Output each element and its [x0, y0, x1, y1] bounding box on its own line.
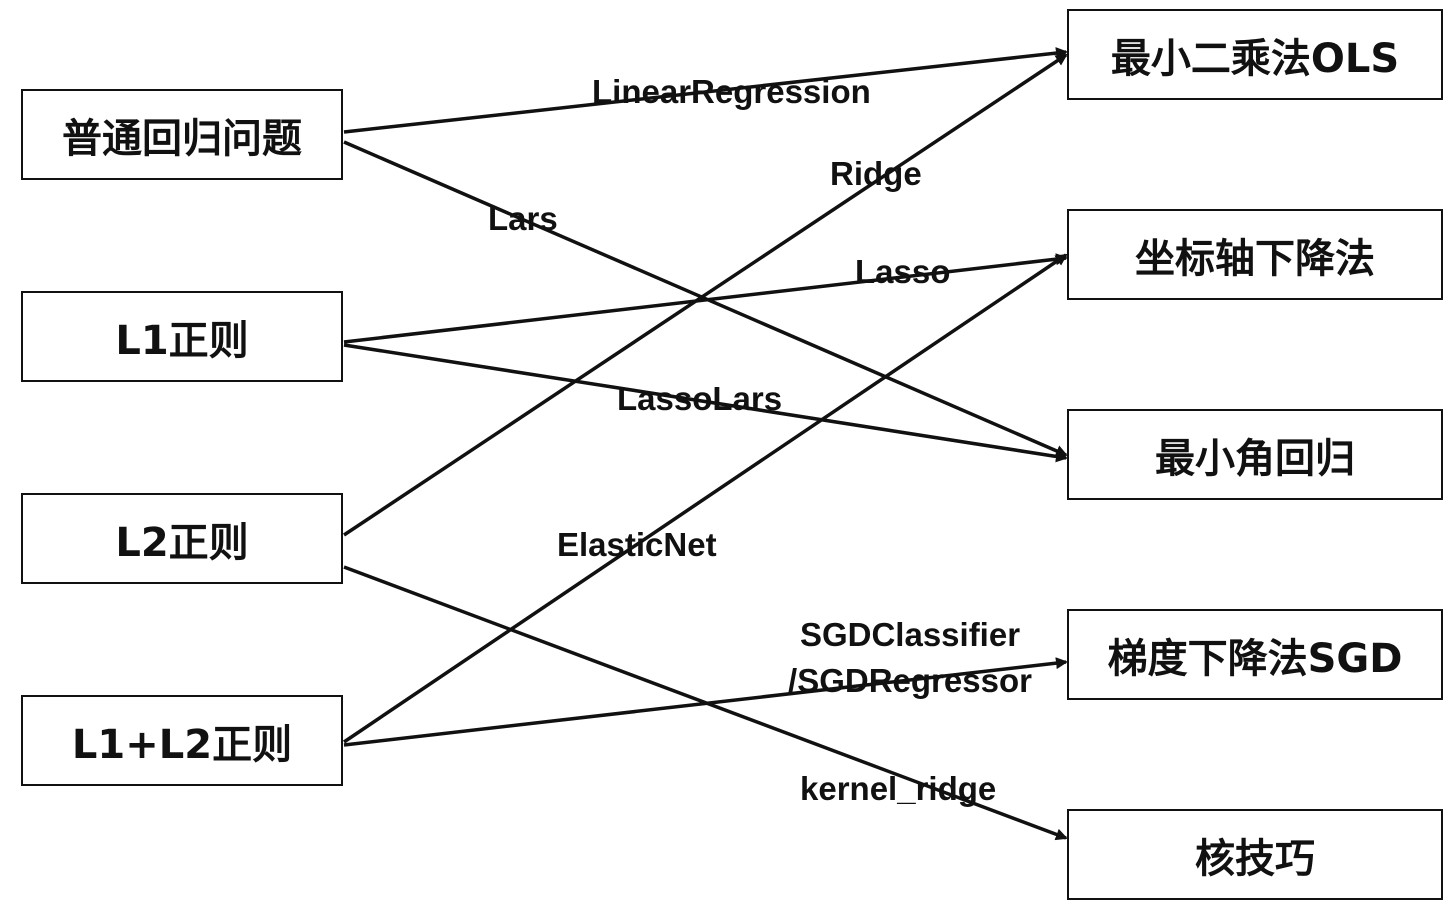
node-regular-regression: 普通回归问题: [21, 89, 343, 180]
edge-label-s2-t3: LassoLars: [617, 380, 782, 417]
edge-label-s4-t4-line1: /SGDRegressor: [788, 662, 1032, 699]
edge-arrow-s4-t4: [343, 657, 1068, 747]
edge-label-s2-t2: Lasso: [855, 253, 950, 290]
edge-label-s3-t5: kernel_ridge: [800, 770, 996, 807]
node-least-angle-regression: 最小角回归: [1067, 409, 1443, 500]
edge-label-s4-t4-line0: SGDClassifier: [800, 616, 1020, 653]
node-l1-regularization: L1正则: [21, 291, 343, 382]
edge-label-s3-t1: Ridge: [830, 155, 922, 192]
node-sgd: 梯度下降法SGD: [1067, 609, 1443, 700]
edge-label-s4-t2: ElasticNet: [557, 526, 717, 563]
node-kernel-trick: 核技巧: [1067, 809, 1443, 900]
node-ols: 最小二乘法OLS: [1067, 9, 1443, 100]
edge-arrow-s4-t2: [343, 253, 1068, 744]
node-l1-l2-regularization: L1+L2正则: [21, 695, 343, 786]
edge-arrow-s3-t1: [343, 53, 1068, 537]
node-coordinate-descent: 坐标轴下降法: [1067, 209, 1443, 300]
edge-arrow-s1-t1: [343, 47, 1068, 134]
node-l2-regularization: L2正则: [21, 493, 343, 584]
edge-arrow-s2-t3: [343, 343, 1068, 463]
edge-arrow-s2-t2: [343, 253, 1068, 344]
edge-label-s1-t3: Lars: [488, 200, 558, 237]
edge-label-s1-t1: LinearRegression: [592, 73, 871, 110]
